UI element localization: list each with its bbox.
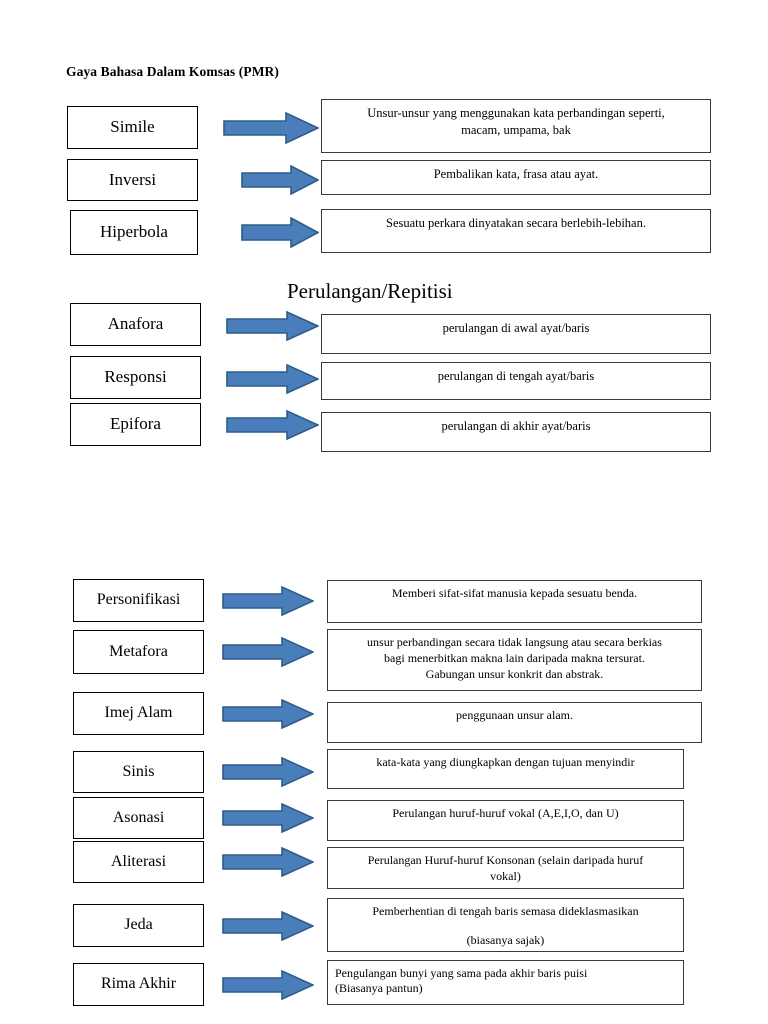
arrow-right-icon [241,217,319,248]
term-label: Rima Akhir [100,975,177,993]
term-box-anafora: Anafora [70,303,201,346]
definition-text: penggunaan unsur alam. [456,708,573,722]
definition-text: perulangan di awal ayat/baris [442,321,590,335]
definition-box-hiperbola: Sesuatu perkara dinyatakan secara berleb… [321,209,711,253]
definition-text: Sesuatu perkara dinyatakan secara berleb… [386,216,646,230]
definition-box-personifikasi: Memberi sifat-sifat manusia kepada sesua… [327,580,702,623]
definition-text: Pengulangan bunyi yang sama pada akhir b… [335,966,588,996]
arrow-right-icon [222,757,314,787]
arrow-right-icon [226,364,319,394]
term-box-personifikasi: Personifikasi [73,579,204,622]
definition-box-metafora: unsur perbandingan secara tidak langsung… [327,629,702,691]
term-label: Hiperbola [100,222,168,242]
term-box-aliterasi: Aliterasi [73,841,204,883]
term-box-simile: Simile [67,106,198,149]
term-label: Responsi [104,367,167,387]
definition-box-sinis: kata-kata yang diungkapkan dengan tujuan… [327,749,684,789]
definition-box-simile: Unsur-unsur yang menggunakan kata perban… [321,99,711,153]
term-label: Sinis [122,762,155,780]
term-box-epifora: Epifora [70,403,201,446]
section-heading-perulangan: Perulangan/Repitisi [287,279,453,303]
arrow-right-icon [226,410,319,440]
definition-box-jeda: Pemberhentian di tengah baris semasa did… [327,898,684,952]
arrow-right-icon [222,699,314,729]
definition-box-anafora: perulangan di awal ayat/baris [321,314,711,354]
definition-text: perulangan di akhir ayat/baris [441,419,591,433]
term-label: Personifikasi [96,591,181,609]
arrow-right-icon [222,803,314,833]
definition-text: perulangan di tengah ayat/baris [437,369,595,383]
term-box-imej-alam: Imej Alam [73,692,204,735]
page-title: Gaya Bahasa Dalam Komsas (PMR) [66,64,279,79]
term-box-hiperbola: Hiperbola [70,210,198,255]
arrow-right-icon [222,970,314,1000]
definition-box-epifora: perulangan di akhir ayat/baris [321,412,711,452]
definition-text: Perulangan huruf-huruf vokal (A,E,I,O, d… [392,806,619,820]
arrow-right-icon [222,637,314,667]
definition-text: unsur perbandingan secara tidak langsung… [367,635,662,681]
definition-text: Pemberhentian di tengah baris semasa did… [372,904,639,948]
term-label: Anafora [107,314,164,334]
term-box-jeda: Jeda [73,904,204,947]
term-label: Epifora [110,414,161,434]
term-label: Aliterasi [110,852,167,870]
arrow-right-icon [222,586,314,616]
term-label: Simile [110,117,155,137]
definition-text: Perulangan Huruf-huruf Konsonan (selain … [367,853,644,883]
arrow-right-icon [222,911,314,941]
definition-text: kata-kata yang diungkapkan dengan tujuan… [376,755,635,769]
term-box-sinis: Sinis [73,751,204,793]
term-box-rima-akhir: Rima Akhir [73,963,204,1006]
arrow-right-icon [223,112,319,144]
term-box-responsi: Responsi [70,356,201,399]
definition-box-imej-alam: penggunaan unsur alam. [327,702,702,743]
term-box-asonasi: Asonasi [73,797,204,839]
definition-box-responsi: perulangan di tengah ayat/baris [321,362,711,400]
arrow-right-icon [222,847,314,877]
term-label: Asonasi [112,808,165,826]
term-box-metafora: Metafora [73,630,204,674]
definition-text: Pembalikan kata, frasa atau ayat. [433,167,599,181]
definition-box-asonasi: Perulangan huruf-huruf vokal (A,E,I,O, d… [327,800,684,841]
term-label: Imej Alam [104,704,173,722]
definition-text: Unsur-unsur yang menggunakan kata perban… [367,106,665,137]
term-label: Jeda [124,916,153,934]
arrow-right-icon [226,311,319,341]
definition-box-aliterasi: Perulangan Huruf-huruf Konsonan (selain … [327,847,684,889]
term-box-inversi: Inversi [67,159,198,201]
term-label: Metafora [109,642,168,660]
definition-box-rima-akhir: Pengulangan bunyi yang sama pada akhir b… [327,960,684,1005]
arrow-right-icon [241,165,319,195]
definition-box-inversi: Pembalikan kata, frasa atau ayat. [321,160,711,195]
definition-text: Memberi sifat-sifat manusia kepada sesua… [391,586,638,600]
term-label: Inversi [108,169,157,189]
